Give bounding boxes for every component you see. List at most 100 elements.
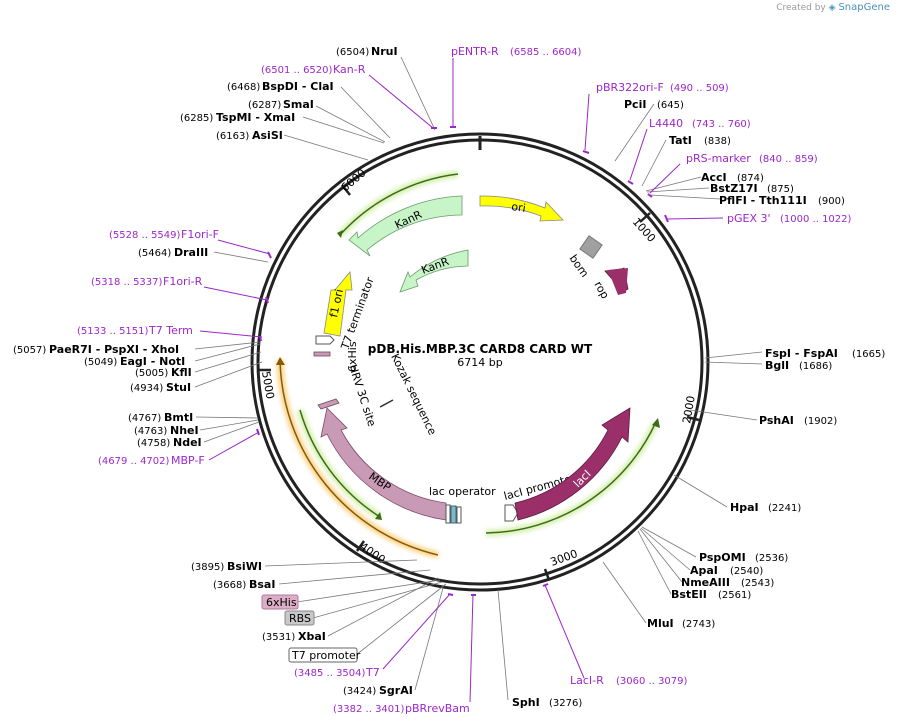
primer-pos-pbr322ori-f: (490 .. 509) — [670, 83, 729, 94]
tick-label-3000: 3000 — [549, 547, 580, 569]
site-name-bstz17i: BstZ17I — [710, 182, 758, 195]
primer-name-t7term: T7 Term — [148, 324, 193, 337]
site-name-ndei: NdeI — [173, 436, 202, 449]
rbs-box — [284, 610, 315, 626]
primer-name-kan-r: Kan-R — [333, 63, 366, 76]
primer-pos-mbp-f: (4679 .. 4702) — [98, 456, 170, 467]
site-pos-pcii: (645) — [657, 100, 684, 111]
site-pos-xbai: (3531) — [262, 632, 295, 643]
credit-brand: SnapGene — [838, 2, 890, 13]
site-name-draiii: DraIII — [174, 246, 208, 259]
enzyme-leader-lines — [194, 56, 763, 701]
primer-pos-laci-r: (3060 .. 3079) — [616, 676, 688, 687]
hrv-site-feature — [317, 398, 340, 410]
plasmid-title-group: pDB.His.MBP.3C CARD8 CARD WT 6714 bp — [368, 342, 593, 369]
site-pos-bsiwi: (3895) — [191, 562, 224, 573]
site-pos-draiii: (5464) — [138, 248, 171, 259]
primer-name-pgex3: pGEX 3' — [727, 212, 771, 225]
rop-label: rop — [591, 279, 611, 301]
enzyme-labels: (6504) NruI (6468) BspDI - ClaI (6287) S… — [13, 45, 885, 709]
kanr-inner-label: KanR — [420, 255, 451, 277]
site-name-bspdi: BspDI - ClaI — [262, 80, 334, 93]
his-label: 6xHis — [346, 341, 359, 372]
ori-feature — [479, 195, 564, 222]
site-name-bsai: BsaI — [249, 578, 275, 591]
orf-outer-head — [276, 357, 285, 365]
site-name-paer7i: PaeR7I - PspXI - XhoI — [49, 343, 179, 356]
kanr-outer-feature — [348, 195, 463, 257]
site-pos-pspomi: (2536) — [755, 553, 788, 564]
tick-label-1000: 1000 — [630, 215, 658, 245]
site-name-nrui: NruI — [371, 45, 398, 58]
primer-name-laci-r: LacI-R — [570, 674, 604, 687]
tick-label-2000: 2000 — [680, 395, 698, 425]
site-pos-nhei: (4763) — [134, 426, 167, 437]
f1ori-feature — [323, 271, 353, 337]
f1ori-label: f1 ori — [327, 288, 346, 319]
site-name-eagi: EagI - NotI — [120, 355, 185, 368]
site-name-mlui: MluI — [647, 617, 674, 630]
site-name-tspmi: TspMI - XmaI — [216, 111, 295, 124]
site-name-hpai: HpaI — [730, 501, 759, 514]
orf-mbp — [299, 409, 381, 518]
site-name-bgli: BglI — [765, 359, 789, 372]
site-name-smai: SmaI — [283, 98, 314, 111]
primer-labels: pENTR-R (6585 .. 6604) (6501 .. 6520) Ka… — [77, 45, 852, 715]
site-pos-bsteii: (2561) — [718, 590, 751, 601]
orf-laci — [485, 423, 656, 534]
boxed-label-rbs: RBS — [289, 612, 311, 625]
site-pos-nmeaiii: (2543) — [741, 578, 774, 589]
site-pos-acci: (874) — [737, 173, 764, 184]
site-name-xbai: XbaI — [298, 630, 326, 643]
primer-pos-prs-marker: (840 .. 859) — [759, 154, 818, 165]
site-name-sphi: SphI — [512, 696, 540, 709]
site-pos-paer7i: (5057) — [13, 345, 46, 356]
site-name-sgrai: SgrAI — [379, 684, 413, 697]
laci-promoter-feature — [504, 504, 519, 522]
his-tag-feature — [313, 351, 331, 357]
primer-pos-kan-r: (6501 .. 6520) — [261, 65, 333, 76]
bom-feature — [579, 235, 603, 259]
primer-name-f1ori-r: F1ori-R — [163, 275, 203, 288]
primer-markers — [256, 126, 669, 596]
site-pos-asisi: (6163) — [216, 131, 249, 142]
primer-name-pentr-r: pENTR-R — [451, 45, 499, 58]
site-pos-hpai: (2241) — [768, 503, 801, 514]
primer-name-l4440: L4440 — [649, 117, 683, 130]
primer-leader-lines — [199, 58, 724, 703]
site-name-pshai: PshAI — [759, 414, 794, 427]
primer-pos-t7: (3485 .. 3504) — [294, 668, 366, 679]
site-pos-sgrai: (3424) — [343, 686, 376, 697]
kozak-label: Kozak sequence — [388, 352, 439, 438]
tick-marks: 1000 2000 3000 4000 5000 6000 — [259, 166, 700, 581]
primer-name-prs-marker: pRS-marker — [686, 152, 751, 165]
primer-name-f1ori-f: F1ori-F — [181, 228, 219, 241]
boxed-label-t7promoter: T7 promoter — [291, 649, 361, 662]
kanr-inner-feature — [399, 249, 469, 293]
orf-kanr-head — [337, 230, 343, 238]
site-pos-pshai: (1902) — [804, 416, 837, 427]
site-name-stui: StuI — [166, 381, 191, 394]
primer-name-mbp-f: MBP-F — [171, 454, 205, 467]
t7-promoter-box — [288, 647, 358, 663]
credit-prefix: Created by — [776, 3, 826, 13]
hrv-label: HRV 3C site — [346, 363, 378, 428]
lac-operator-box2 — [450, 505, 457, 524]
site-pos-mlui: (2743) — [682, 619, 715, 630]
snapgene-logo-icon: ◈ — [828, 3, 836, 13]
site-pos-tspmi: (6285) — [180, 113, 213, 124]
site-name-tati: TatI — [669, 134, 692, 147]
site-name-apai: ApaI — [690, 564, 718, 577]
his-box — [261, 594, 299, 610]
site-name-nmeaiii: NmeAIII — [681, 576, 730, 589]
boxed-label-his: 6xHis — [266, 596, 297, 609]
site-name-pcii: PciI — [624, 98, 646, 111]
mbp-feature — [320, 407, 447, 521]
site-name-fspi: FspI - FspAI — [765, 347, 838, 360]
snapgene-credit: Created by ◈ SnapGene — [776, 2, 890, 13]
plasmid-length: 6714 bp — [457, 356, 502, 369]
site-pos-pflfi: (900) — [818, 196, 845, 207]
orf-kanr — [339, 173, 459, 236]
primer-name-pbr322ori-f: pBR322ori-F — [596, 81, 664, 94]
